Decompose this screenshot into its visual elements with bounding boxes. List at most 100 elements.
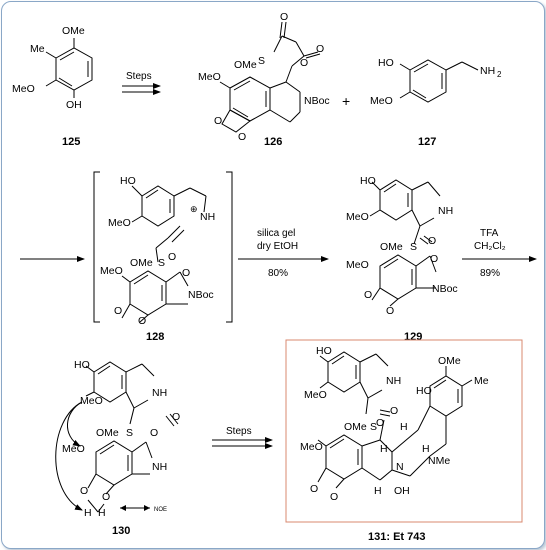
svg-text:S: S xyxy=(370,421,377,433)
svg-text:O: O xyxy=(300,57,308,69)
svg-text:O: O xyxy=(364,289,372,301)
svg-text:OMe: OMe xyxy=(344,421,367,433)
arrow-125-to-126 xyxy=(122,83,161,95)
svg-text:N: N xyxy=(396,461,404,473)
svg-text:NBoc: NBoc xyxy=(304,95,330,107)
arrow-label-steps-2: Steps xyxy=(226,426,252,437)
svg-text:NBoc: NBoc xyxy=(188,289,214,301)
svg-text:OMe: OMe xyxy=(234,59,257,71)
svg-text:S: S xyxy=(126,427,133,439)
svg-text:O: O xyxy=(80,485,88,497)
svg-text:MeO: MeO xyxy=(12,83,35,95)
svg-text:MeO: MeO xyxy=(370,95,393,107)
svg-text:O: O xyxy=(168,251,176,263)
svg-text:O: O xyxy=(430,253,438,265)
arrow-label-steps-1: Steps xyxy=(126,71,152,82)
svg-text:H: H xyxy=(98,507,106,519)
svg-text:O: O xyxy=(376,417,384,429)
svg-text:OMe: OMe xyxy=(380,241,403,253)
svg-text:NBoc: NBoc xyxy=(432,283,458,295)
svg-text:NH: NH xyxy=(200,211,215,223)
svg-text:MeO: MeO xyxy=(300,441,323,453)
svg-text:O: O xyxy=(428,235,436,247)
arrow-label-dry-etoh: dry EtOH xyxy=(257,241,298,252)
svg-text:O: O xyxy=(182,267,190,279)
svg-text:MeO: MeO xyxy=(62,443,85,455)
svg-text:O: O xyxy=(280,11,288,23)
svg-text:NH: NH xyxy=(152,461,167,473)
svg-text:MeO: MeO xyxy=(108,217,131,229)
svg-text:HO: HO xyxy=(316,345,332,357)
svg-text:OH: OH xyxy=(394,485,410,497)
svg-text:O: O xyxy=(214,115,222,127)
svg-text:OMe: OMe xyxy=(62,25,85,37)
compound-label-126: 126 xyxy=(264,136,282,148)
svg-text:OMe: OMe xyxy=(96,427,119,439)
compound-label-127: 127 xyxy=(418,136,436,148)
compound-label-125: 125 xyxy=(62,136,80,148)
svg-text:S: S xyxy=(258,55,265,67)
svg-text:O: O xyxy=(390,405,398,417)
compound-127-structure: HO MeO NH 2 xyxy=(370,57,502,107)
svg-text:H: H xyxy=(374,485,382,497)
svg-text:H: H xyxy=(422,443,430,455)
svg-text:HO: HO xyxy=(416,385,432,397)
svg-text:O: O xyxy=(316,43,324,55)
svg-text:H: H xyxy=(380,443,388,455)
svg-text:OH: OH xyxy=(66,99,82,111)
compound-131-structure: HO MeO NH O O OMe S H H H HO OMe Me N NM… xyxy=(300,345,489,503)
svg-text:O: O xyxy=(330,491,338,503)
svg-text:O: O xyxy=(102,491,110,503)
svg-text:O: O xyxy=(150,427,158,439)
svg-text:O: O xyxy=(138,315,146,327)
svg-text:S: S xyxy=(158,257,165,269)
svg-text:S: S xyxy=(410,241,417,253)
arrow-label-yield-89: 89% xyxy=(480,268,500,279)
svg-text:NH: NH xyxy=(386,375,401,387)
svg-text:MeO: MeO xyxy=(100,265,123,277)
compound-label-130: 130 xyxy=(112,525,130,537)
compound-label-129: 129 xyxy=(404,331,422,343)
svg-text:HO: HO xyxy=(360,175,376,187)
svg-text:Me: Me xyxy=(30,43,45,55)
svg-text:HO: HO xyxy=(74,359,90,371)
svg-text:MeO: MeO xyxy=(346,259,369,271)
svg-text:O: O xyxy=(172,411,180,423)
svg-text:HO: HO xyxy=(120,175,136,187)
highlight-box-131 xyxy=(285,339,523,523)
svg-text:NMe: NMe xyxy=(428,455,450,467)
svg-text:H: H xyxy=(84,507,92,519)
compound-125-structure: OMe Me MeO OH xyxy=(12,25,93,111)
arrow-label-silica-gel: silica gel xyxy=(257,228,295,239)
svg-text:OMe: OMe xyxy=(130,257,153,269)
svg-text:MeO: MeO xyxy=(80,395,103,407)
svg-text:H: H xyxy=(400,421,408,433)
arrow-130-to-131 xyxy=(212,437,273,449)
svg-text:HO: HO xyxy=(378,57,394,69)
compound-128-structure: HO MeO NH ⊕ O O OMe S MeO NBoc O O xyxy=(93,171,233,327)
svg-text:2: 2 xyxy=(497,70,502,79)
compound-label-128: 128 xyxy=(146,331,164,343)
svg-text:MeO: MeO xyxy=(304,389,327,401)
svg-text:MeO: MeO xyxy=(346,211,369,223)
compound-130-structure: HO MeO NH O O OMe S MeO NH O O H H xyxy=(55,359,180,519)
svg-text:Me: Me xyxy=(474,375,489,387)
svg-text:O: O xyxy=(238,131,246,143)
svg-text:OMe: OMe xyxy=(438,355,461,367)
arrow-label-yield-80: 80% xyxy=(268,268,288,279)
svg-text:NH: NH xyxy=(438,205,453,217)
svg-text:O: O xyxy=(386,305,394,317)
compound-126-structure: MeO OMe S O O O NBoc O O xyxy=(198,11,330,143)
arrow-label-tfa: TFA xyxy=(480,228,499,239)
svg-text:NH: NH xyxy=(480,65,495,77)
svg-text:O: O xyxy=(310,483,318,495)
svg-text:⊕: ⊕ xyxy=(190,204,198,214)
noe-label: NOE xyxy=(154,507,167,513)
plus-sign: + xyxy=(342,93,350,109)
arrow-label-ch2cl2: CH₂Cl₂ xyxy=(474,241,506,252)
svg-text:NH: NH xyxy=(152,387,167,399)
compound-129-structure: HO MeO NH O O OMe S MeO NBoc O O xyxy=(346,175,458,317)
compound-label-131: 131: Et 743 xyxy=(368,531,425,543)
